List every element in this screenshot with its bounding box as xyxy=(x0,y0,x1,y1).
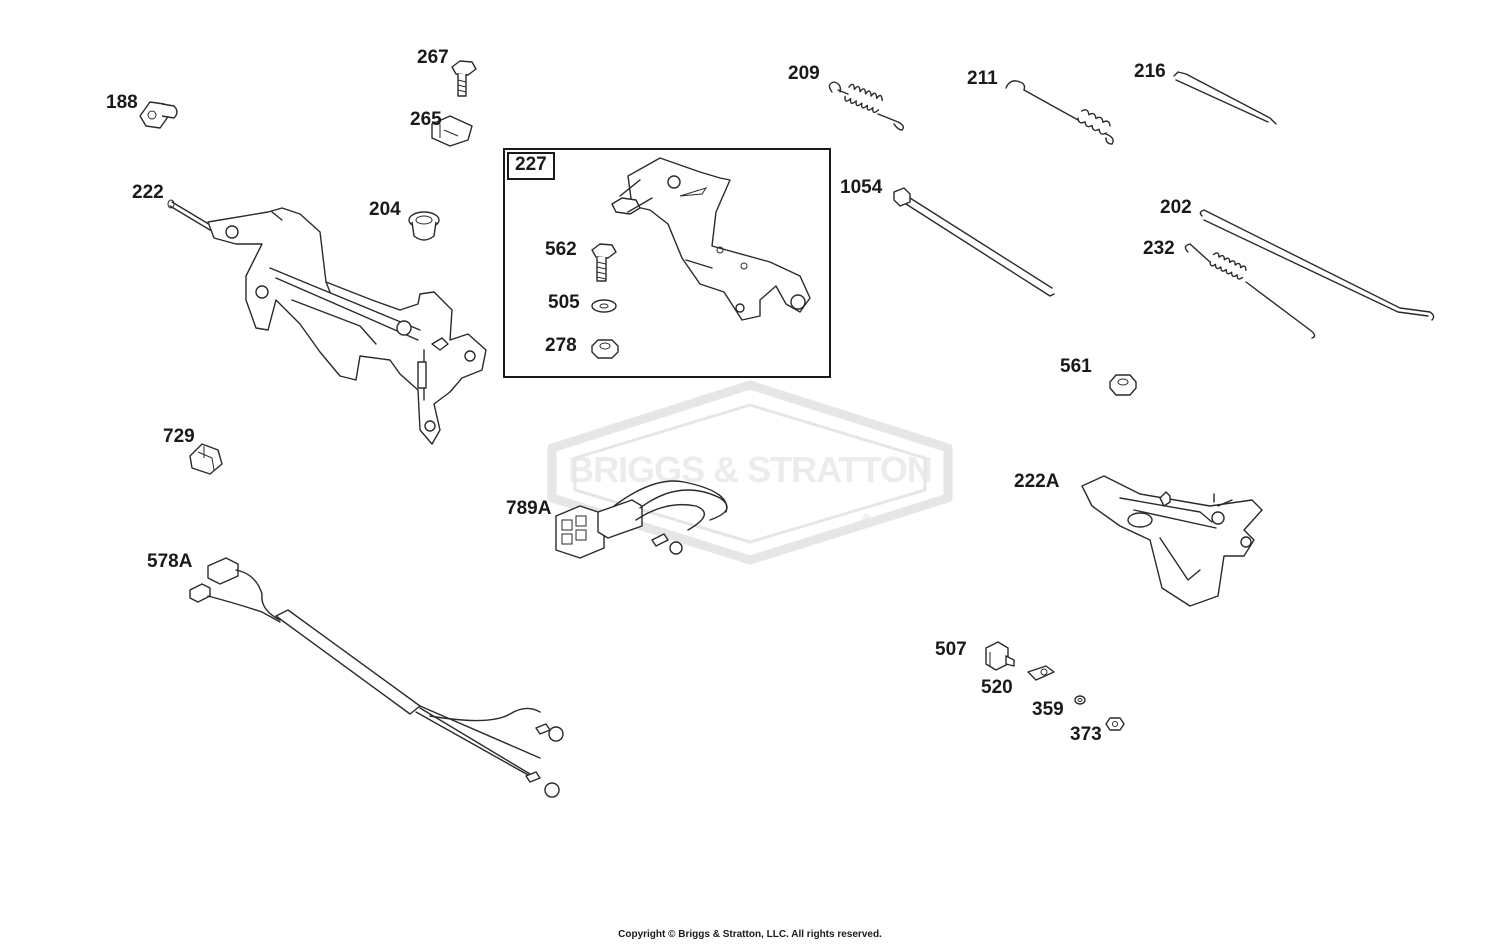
part-188-bolt xyxy=(139,101,178,129)
label-561: 561 xyxy=(1060,356,1092,377)
part-222-bracket xyxy=(167,199,487,445)
label-507: 507 xyxy=(935,639,967,660)
label-578a: 578A xyxy=(147,551,193,572)
part-267-screw xyxy=(451,60,477,97)
label-520: 520 xyxy=(981,677,1013,698)
watermark-logo xyxy=(547,380,953,565)
label-359: 359 xyxy=(1032,699,1064,720)
part-209-spring xyxy=(828,81,905,131)
label-211: 211 xyxy=(967,68,998,89)
part-578a-wire-harness xyxy=(189,557,564,798)
part-729-clip xyxy=(189,443,223,475)
label-373: 373 xyxy=(1070,724,1102,745)
label-729: 729 xyxy=(163,426,195,447)
part-222a-control xyxy=(1081,475,1263,607)
label-1054: 1054 xyxy=(840,177,883,198)
label-232: 232 xyxy=(1143,238,1175,259)
label-265: 265 xyxy=(410,109,442,130)
part-202-rod xyxy=(1199,209,1435,321)
copyright-notice: Copyright © Briggs & Stratton, LLC. All … xyxy=(618,929,882,940)
part-562-screw xyxy=(591,243,617,282)
part-216-rod xyxy=(1173,71,1277,125)
label-222a: 222A xyxy=(1014,471,1060,492)
label-188: 188 xyxy=(106,92,138,113)
part-359-washer xyxy=(1074,695,1086,705)
label-216: 216 xyxy=(1134,61,1166,82)
label-562: 562 xyxy=(545,239,577,260)
part-265-clip xyxy=(431,115,473,147)
part-1054-cable-tie xyxy=(893,187,1055,297)
label-202: 202 xyxy=(1160,197,1192,218)
label-204: 204 xyxy=(369,199,401,220)
part-505-washer xyxy=(591,299,617,313)
label-789a: 789A xyxy=(506,498,552,519)
label-278: 278 xyxy=(545,335,577,356)
part-373-nut xyxy=(1105,717,1125,731)
part-507-connector xyxy=(985,641,1015,671)
part-232-spring-link xyxy=(1184,243,1316,339)
kit-label-227: 227 xyxy=(507,152,555,180)
label-267: 267 xyxy=(417,47,449,68)
part-227-lever xyxy=(611,157,811,321)
part-204-bushing xyxy=(408,211,440,241)
part-520-terminal xyxy=(1027,665,1055,681)
part-789a-harness xyxy=(555,480,728,559)
part-561-nut xyxy=(1109,374,1137,396)
label-505: 505 xyxy=(548,292,580,313)
watermark-text: BRIGGS & STRATTON xyxy=(568,449,933,490)
part-278-nut xyxy=(591,339,619,359)
label-222: 222 xyxy=(132,182,164,203)
part-211-spring xyxy=(1005,80,1114,145)
kit-box xyxy=(503,148,831,378)
label-209: 209 xyxy=(788,63,820,84)
